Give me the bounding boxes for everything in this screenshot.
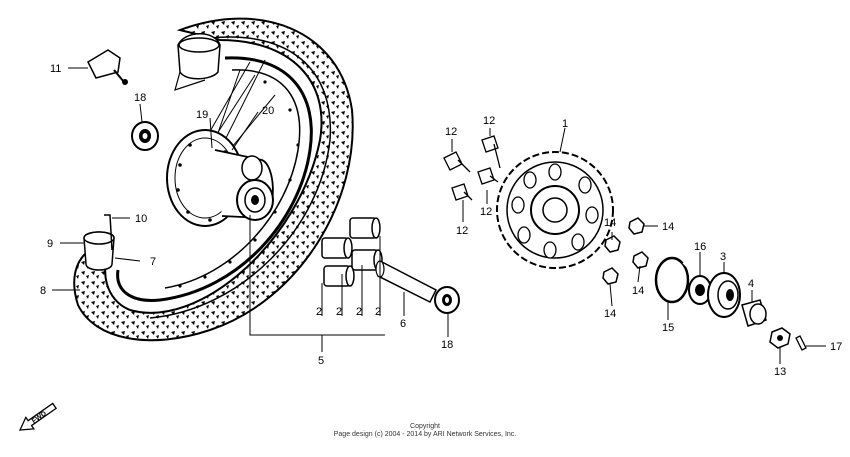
bearing-icon bbox=[131, 121, 159, 151]
callout-18: 18 bbox=[441, 339, 453, 351]
flange-icon bbox=[707, 272, 741, 318]
sprocket-icon bbox=[496, 151, 614, 269]
tube-icon bbox=[83, 214, 115, 271]
callout-6: 6 bbox=[400, 318, 406, 330]
rim-band-icon bbox=[174, 33, 221, 91]
callout-14: 14 bbox=[632, 285, 644, 297]
callout-2: 2 bbox=[375, 306, 381, 318]
callout-19: 19 bbox=[196, 109, 208, 121]
leader-lines bbox=[52, 67, 826, 364]
callout-12: 12 bbox=[445, 126, 457, 138]
axle-icon bbox=[375, 260, 438, 304]
callout-13: 13 bbox=[774, 366, 786, 378]
rim-icon bbox=[116, 56, 313, 302]
callout-10: 10 bbox=[135, 213, 147, 225]
callout-3: 3 bbox=[720, 251, 726, 263]
callout-14: 14 bbox=[662, 221, 674, 233]
callout-5: 5 bbox=[318, 355, 324, 367]
callout-7: 7 bbox=[150, 256, 156, 268]
callout-1: 1 bbox=[562, 118, 568, 130]
callout-14: 14 bbox=[604, 308, 616, 320]
callouts: 11 18 19 20 10 9 7 8 1 12 12 12 12 2 2 2… bbox=[40, 63, 842, 378]
collar-icon bbox=[741, 299, 767, 327]
callout-17: 17 bbox=[830, 341, 842, 353]
callout-2: 2 bbox=[356, 306, 362, 318]
cotter-pin-icon bbox=[795, 335, 807, 351]
valve-cap-icon bbox=[87, 49, 128, 85]
callout-14: 14 bbox=[604, 217, 616, 229]
damper-icon bbox=[321, 217, 383, 287]
copyright-line-2: Page design (c) 2004 - 2014 by ARI Netwo… bbox=[333, 431, 517, 438]
callout-15: 15 bbox=[662, 322, 674, 334]
callout-12: 12 bbox=[483, 115, 495, 127]
callout-11: 11 bbox=[50, 63, 61, 75]
callout-8: 8 bbox=[40, 285, 46, 297]
hub-icon bbox=[166, 129, 274, 227]
callout-4: 4 bbox=[748, 278, 754, 290]
callout-18: 18 bbox=[134, 92, 146, 104]
nut-icon bbox=[602, 217, 649, 285]
callout-2: 2 bbox=[316, 306, 322, 318]
callout-2: 2 bbox=[336, 306, 342, 318]
callout-12: 12 bbox=[480, 206, 492, 218]
stud-icon bbox=[443, 135, 501, 201]
callout-20: 20 bbox=[262, 105, 274, 117]
bearing-icon bbox=[434, 286, 460, 314]
copyright-line-1: Copyright bbox=[410, 423, 440, 430]
snap-ring-icon bbox=[654, 256, 692, 304]
tire-icon bbox=[73, 17, 354, 342]
axle-nut-icon bbox=[769, 327, 791, 349]
callout-16: 16 bbox=[694, 241, 706, 253]
callout-12: 12 bbox=[456, 225, 468, 237]
callout-9: 9 bbox=[47, 238, 53, 250]
